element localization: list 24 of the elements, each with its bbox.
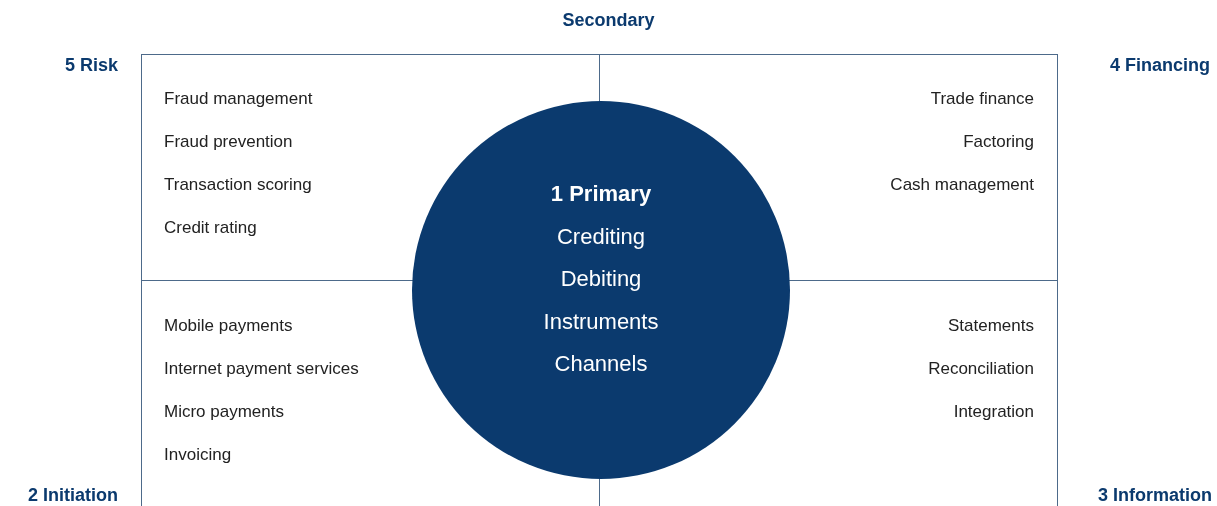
circle-item: Instruments: [543, 307, 659, 336]
quadrant-heading: 2 Initiation: [27, 484, 118, 506]
quadrant-item: Reconciliation: [928, 358, 1034, 380]
quadrant-item: Integration: [953, 401, 1034, 423]
circle-item: Crediting: [556, 222, 645, 251]
quadrant-heading: 4 Financing: [1109, 54, 1210, 76]
quadrant-item: Trade finance: [930, 88, 1034, 110]
quadrant-item: Internet payment services: [164, 358, 359, 380]
quadrant-item: Fraud management: [164, 88, 313, 110]
circle-item: Channels: [554, 350, 648, 378]
quadrant-item: Transaction scoring: [164, 174, 312, 196]
quadrant-item: Credit rating: [164, 217, 257, 239]
quadrant-item: Fraud prevention: [164, 131, 293, 153]
diagram-title: Secondary: [561, 9, 656, 31]
quadrant-item: Statements: [948, 315, 1034, 337]
quadrant-heading: 5 Risk: [63, 54, 118, 76]
quadrant-item: Cash management: [890, 174, 1034, 196]
quadrant-item: Mobile payments: [164, 315, 293, 337]
circle-heading: 1 Primary: [550, 180, 652, 208]
quadrant-heading: 3 Information: [1097, 484, 1212, 506]
quadrant-item: Invoicing: [164, 444, 232, 466]
quadrant-item: Micro payments: [164, 401, 284, 423]
quadrant-item: Factoring: [963, 131, 1034, 153]
circle-item: Debiting: [560, 265, 642, 293]
